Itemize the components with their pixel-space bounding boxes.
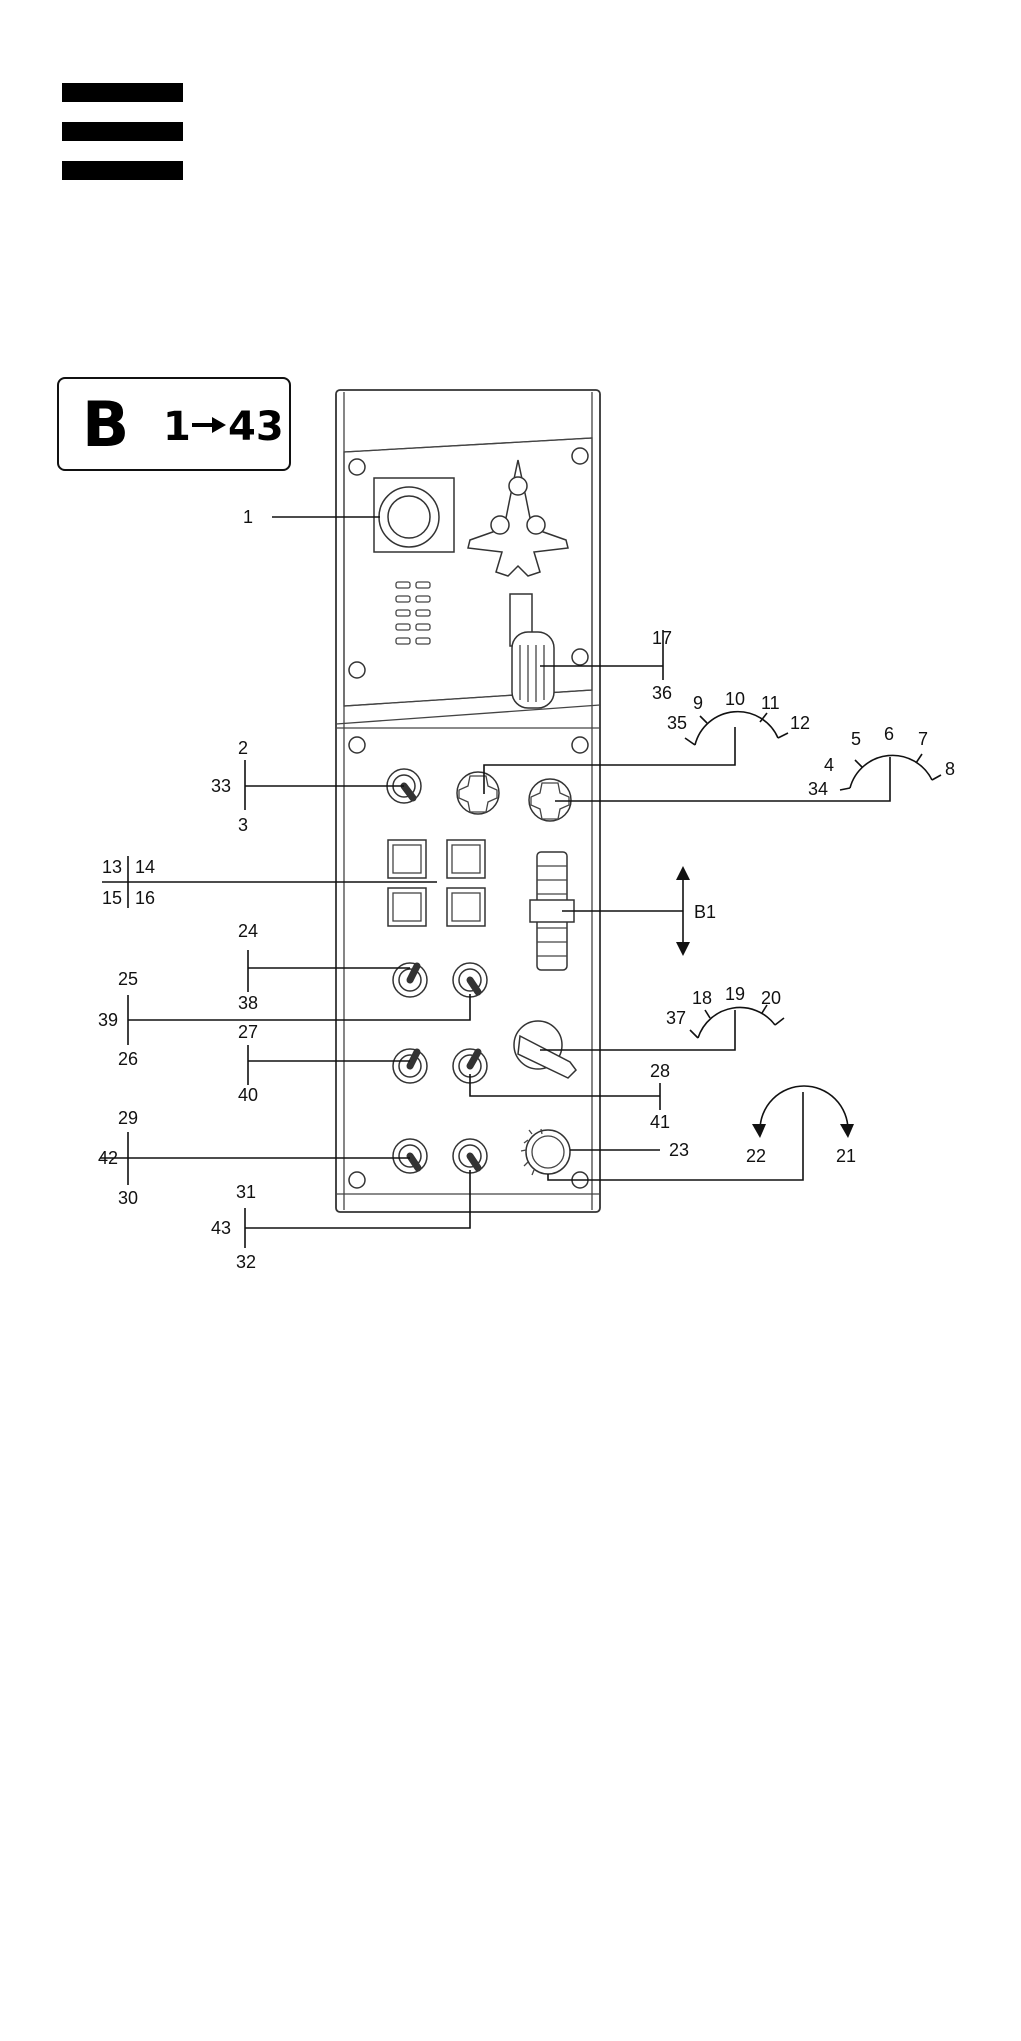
label-24: 24	[238, 921, 258, 941]
label-3: 3	[238, 815, 248, 835]
label-36: 36	[652, 683, 672, 703]
toggle-switch-31-32[interactable]	[453, 1139, 487, 1173]
hamburger-menu-icon[interactable]	[62, 83, 183, 180]
label-12: 12	[790, 713, 810, 733]
square-button-13[interactable]	[388, 840, 426, 878]
label-39: 39	[98, 1010, 118, 1030]
label-31: 31	[236, 1182, 256, 1202]
label-38: 38	[238, 993, 258, 1013]
badge-letter: B	[82, 388, 129, 461]
label-5: 5	[851, 729, 861, 749]
label-43: 43	[211, 1218, 231, 1238]
label-11: 11	[761, 693, 780, 713]
toggle-switch-27-40[interactable]	[393, 1049, 427, 1083]
label-13: 13	[102, 857, 122, 877]
label-4: 4	[824, 755, 834, 775]
push-button-1[interactable]	[374, 478, 454, 552]
screw	[349, 1172, 365, 1188]
label-30: 30	[118, 1188, 138, 1208]
label-41: 41	[650, 1112, 670, 1132]
label-7: 7	[918, 729, 928, 749]
label-14: 14	[135, 857, 155, 877]
rotary-knob-4-8[interactable]	[529, 779, 571, 821]
label-9: 9	[693, 693, 703, 713]
toggle-switch-29-30[interactable]	[393, 1139, 427, 1173]
screw	[349, 662, 365, 678]
label-17: 17	[652, 628, 672, 648]
square-button-14[interactable]	[447, 840, 485, 878]
label-29: 29	[118, 1108, 138, 1128]
screw	[349, 459, 365, 475]
label-33: 33	[211, 776, 231, 796]
label-25: 25	[118, 969, 138, 989]
label-40: 40	[238, 1085, 258, 1105]
screw	[572, 649, 588, 665]
label-23: 23	[669, 1140, 689, 1160]
label-16: 16	[135, 888, 155, 908]
screw	[572, 737, 588, 753]
label-27: 27	[238, 1022, 258, 1042]
screw	[572, 448, 588, 464]
label-28: 28	[650, 1061, 670, 1081]
label-42: 42	[98, 1148, 118, 1168]
label-10: 10	[725, 689, 745, 709]
label-8: 8	[945, 759, 955, 779]
label-19: 19	[725, 984, 745, 1004]
square-button-16[interactable]	[447, 888, 485, 926]
toggle-switch-25-26[interactable]	[453, 963, 487, 997]
label-18: 18	[692, 988, 712, 1008]
label-26: 26	[118, 1049, 138, 1069]
label-21: 21	[836, 1146, 856, 1166]
label-6: 6	[884, 724, 894, 744]
label-22: 22	[746, 1146, 766, 1166]
rotary-knob-9-12[interactable]	[457, 772, 499, 814]
square-button-15[interactable]	[388, 888, 426, 926]
section-badge: B 1 43	[58, 378, 290, 470]
label-20: 20	[761, 988, 781, 1008]
badge-range-start: 1	[163, 404, 191, 450]
label-37: 37	[666, 1008, 686, 1028]
label-34: 34	[808, 779, 828, 799]
screw	[349, 737, 365, 753]
label-b1: B1	[694, 902, 716, 922]
badge-range-end: 43	[228, 404, 284, 450]
label-1: 1	[243, 507, 253, 527]
label-15: 15	[102, 888, 122, 908]
label-32: 32	[236, 1252, 256, 1272]
label-2: 2	[238, 738, 248, 758]
label-35: 35	[667, 713, 687, 733]
